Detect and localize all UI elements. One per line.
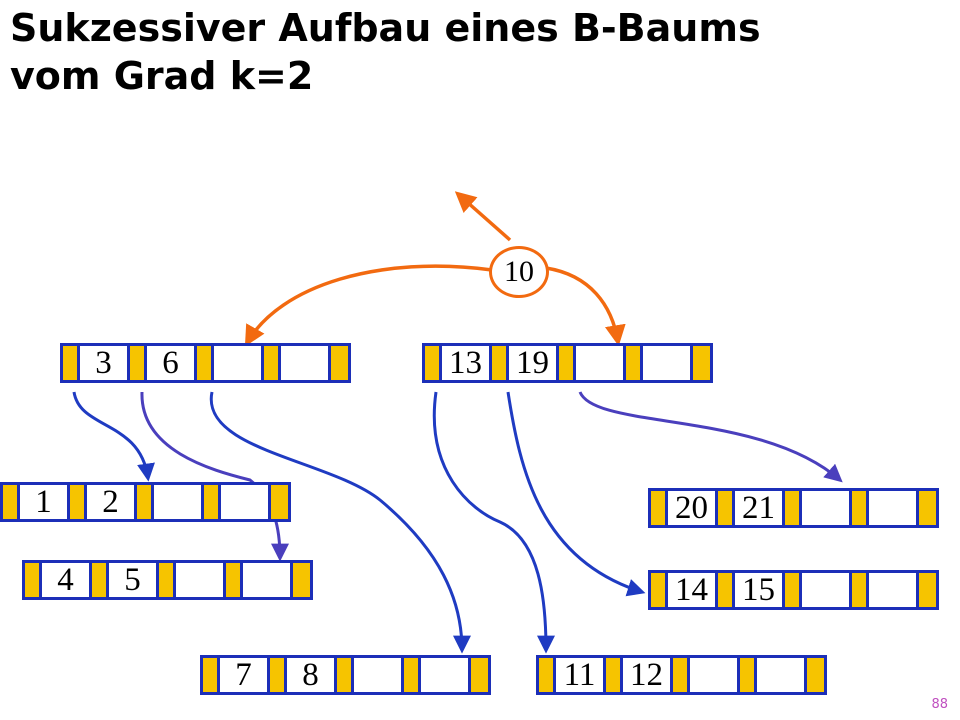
- pointer-slot: [63, 346, 80, 380]
- pointer-slot: [137, 485, 154, 519]
- key-cell: 6: [147, 346, 197, 380]
- key-cell: [221, 485, 271, 519]
- pointer-slot: [25, 563, 42, 597]
- pointer-slot: [559, 346, 576, 380]
- root-left-arrow: [244, 264, 493, 347]
- key-cell: 14: [668, 573, 718, 607]
- pointer-slot: [404, 658, 421, 692]
- pointer-slot: [673, 658, 690, 692]
- pointer-slot: [159, 563, 176, 597]
- arrow-to-node-4-5: [140, 391, 289, 562]
- page-number: 88: [931, 697, 948, 712]
- key-cell: 8: [287, 658, 337, 692]
- pointer-slot: [693, 346, 710, 380]
- arrow-to-node-20-21: [578, 391, 843, 483]
- pointer-slot: [293, 563, 310, 597]
- pointer-slot: [337, 658, 354, 692]
- key-cell: [176, 563, 226, 597]
- key-cell: 1: [20, 485, 70, 519]
- pointer-slot: [331, 346, 348, 380]
- key-cell: [757, 658, 807, 692]
- arrow-to-node-7-8: [209, 391, 471, 654]
- pointer-slot: [203, 658, 220, 692]
- arrow-to-node-14-15: [506, 391, 646, 597]
- pointer-slot: [70, 485, 87, 519]
- title-line-2: vom Grad k=2: [10, 54, 314, 98]
- key-cell: 4: [42, 563, 92, 597]
- tree-node-14-15: 14 15: [648, 570, 939, 610]
- pointer-slot: [492, 346, 509, 380]
- key-cell: [281, 346, 331, 380]
- title-line-1: Sukzessiver Aufbau eines B-Baums: [10, 6, 761, 50]
- root-node: 10: [489, 246, 549, 298]
- tree-node-20-21: 20 21: [648, 488, 939, 528]
- pointer-slot: [807, 658, 824, 692]
- tree-node-4-5: 4 5: [22, 560, 313, 600]
- pointer-slot: [718, 491, 735, 525]
- key-cell: 12: [623, 658, 673, 692]
- pointer-slot: [740, 658, 757, 692]
- pointer-slot: [785, 573, 802, 607]
- key-cell: [802, 573, 852, 607]
- key-cell: [243, 563, 293, 597]
- key-cell: 3: [80, 346, 130, 380]
- tree-node-13-19: 13 19: [422, 343, 713, 383]
- tree-node-11-12: 11 12: [536, 655, 827, 695]
- pointer-slot: [606, 658, 623, 692]
- pointer-slot: [718, 573, 735, 607]
- root-right-arrow: [545, 266, 626, 347]
- pointer-slot: [271, 485, 288, 519]
- tree-node-3-6: 3 6: [60, 343, 351, 383]
- key-cell: 21: [735, 491, 785, 525]
- tree-node-1-2: 1 2: [0, 482, 291, 522]
- pointer-slot: [425, 346, 442, 380]
- pointer-slot: [471, 658, 488, 692]
- key-cell: [869, 491, 919, 525]
- pointer-slot: [852, 573, 869, 607]
- key-cell: [354, 658, 404, 692]
- pointer-slot: [226, 563, 243, 597]
- pointer-slot: [539, 658, 556, 692]
- key-cell: 20: [668, 491, 718, 525]
- pointer-slot: [651, 491, 668, 525]
- slide-title: Sukzessiver Aufbau eines B-Baums vom Gra…: [10, 4, 761, 100]
- key-cell: 2: [87, 485, 137, 519]
- key-cell: [690, 658, 740, 692]
- key-cell: [869, 573, 919, 607]
- arrow-to-node-1-2: [72, 391, 155, 482]
- pointer-slot: [264, 346, 281, 380]
- key-cell: 15: [735, 573, 785, 607]
- pointer-slot: [919, 491, 936, 525]
- key-cell: [802, 491, 852, 525]
- key-cell: 13: [442, 346, 492, 380]
- pointer-slot: [626, 346, 643, 380]
- key-cell: [643, 346, 693, 380]
- pointer-slot: [3, 485, 20, 519]
- key-cell: [576, 346, 626, 380]
- key-cell: [154, 485, 204, 519]
- key-cell: [421, 658, 471, 692]
- pointer-slot: [204, 485, 221, 519]
- arrow-to-node-11-12: [432, 391, 555, 654]
- pointer-slot: [92, 563, 109, 597]
- key-cell: 5: [109, 563, 159, 597]
- pointer-slot: [130, 346, 147, 380]
- pointer-slot: [270, 658, 287, 692]
- tree-node-7-8: 7 8: [200, 655, 491, 695]
- key-cell: 7: [220, 658, 270, 692]
- key-cell: [214, 346, 264, 380]
- pointer-slot: [197, 346, 214, 380]
- pointer-slot: [852, 491, 869, 525]
- root-up-arrow: [454, 191, 512, 242]
- pointer-slot: [651, 573, 668, 607]
- pointer-slot: [919, 573, 936, 607]
- pointer-slot: [785, 491, 802, 525]
- key-cell: 19: [509, 346, 559, 380]
- key-cell: 11: [556, 658, 606, 692]
